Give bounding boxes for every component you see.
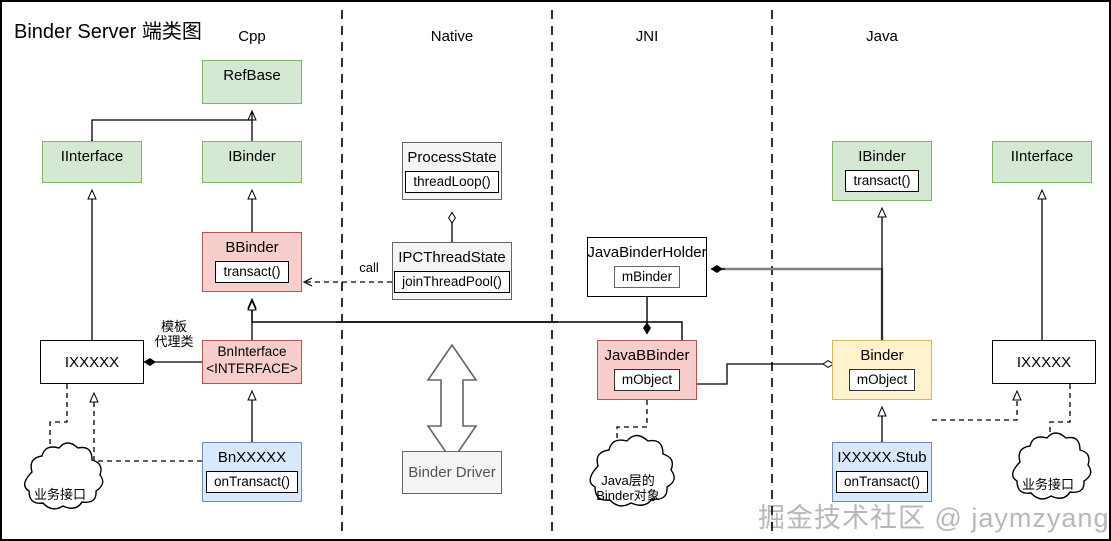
class-title: IXXXXX.Stub [837,449,927,466]
class-box-ibinder-java[interactable]: IBinder transact() [832,141,932,201]
edge-refbase-iinterface [87,112,253,150]
class-box-binder-driver[interactable]: Binder Driver [402,451,502,494]
cloud-label-jni: Java层的 Binder对象 [596,473,660,503]
class-method-transact[interactable]: transact() [845,170,919,192]
class-title: IBinder [858,148,906,165]
class-box-bninterface[interactable]: BnInterface <INTERFACE> [202,340,302,384]
lane-label-native: Native [430,28,474,45]
lane-label-java: Java [866,28,898,45]
cloud-cpp-shape [24,442,104,510]
class-box-ixxxxx-cpp[interactable]: IXXXXX [40,340,144,384]
class-method-mbinder[interactable]: mBinder [613,266,681,288]
class-title: IXXXXX [64,353,120,371]
class-box-ixxxxx-stub[interactable]: IXXXXX.Stub onTransact() [832,442,932,502]
class-title: IPCThreadState [398,249,506,266]
class-box-ipcthreadstate[interactable]: IPCThreadState joinThreadPool() [392,242,512,300]
class-method-ontransact[interactable]: onTransact() [205,471,299,493]
class-title: IXXXXX [1016,353,1072,371]
cloud-label-java: 业务接口 [1021,477,1074,492]
class-title: RefBase [223,67,281,84]
class-box-bbinder[interactable]: BBinder transact() [202,232,302,292]
edge-javabbinder-binder [697,360,835,385]
class-method-jointhreadpool[interactable]: joinThreadPool() [394,271,510,293]
binder-driver-double-arrow [426,343,478,463]
cloud-jni-shape [589,434,675,507]
class-title: BnInterface <INTERFACE> [206,344,298,376]
class-box-refbase[interactable]: RefBase [202,60,302,104]
class-box-binder-java[interactable]: Binder mObject [832,340,932,400]
class-title: JavaBBinder [604,347,690,364]
edge-label-call: call [359,260,379,275]
class-box-iinterface-java[interactable]: IInterface [992,141,1092,183]
class-box-javabbinder[interactable]: JavaBBinder mObject [597,340,697,400]
class-title: BnXXXXX [217,449,287,466]
class-title: Binder [860,347,904,364]
lane-label-cpp: Cpp [238,28,266,45]
class-box-ibinder-cpp[interactable]: IBinder [202,141,302,183]
edge-label-proxy-note: 模板 代理类 [154,319,194,349]
class-title: JavaBinderHolder [587,244,707,261]
class-title: BBinder [225,239,279,256]
edge-bnxxxxx-ixxxxx-realize [89,391,202,462]
watermark: 掘金技术社区 @ jaymzyang [758,503,1110,533]
class-title: IInterface [1010,148,1074,165]
class-box-ixxxxx-java[interactable]: IXXXXX [992,340,1096,384]
class-title: IInterface [60,148,124,165]
class-box-processstate[interactable]: ProcessState threadLoop() [402,142,502,200]
class-title: Binder Driver [408,464,496,481]
class-box-iinterface-cpp[interactable]: IInterface [42,141,142,183]
class-title: ProcessState [407,149,497,166]
page-title: Binder Server 端类图 [14,21,202,43]
cloud-label-cpp: 业务接口 [33,487,86,502]
class-method-mobject[interactable]: mObject [613,369,681,391]
edge-bbinder-javabbinder [247,299,683,340]
class-box-bnxxxxx[interactable]: BnXXXXX onTransact() [202,442,302,502]
class-box-javabinderholder[interactable]: JavaBinderHolder mBinder [587,237,707,297]
edge-ixxxxx-cloud [46,384,68,459]
class-method-threadloop[interactable]: threadLoop() [405,171,499,193]
edge-ixxxxxjava-cloud [1046,384,1071,449]
edge-javabbinder-cloud [613,400,648,455]
edge-stub-ixxxxxjava-realize [932,389,1022,421]
class-method-transact[interactable]: transact() [215,261,289,283]
class-method-ontransact[interactable]: onTransact() [835,471,929,493]
cloud-java-shape [1012,432,1092,500]
lane-label-jni: JNI [635,28,659,45]
class-method-mobject[interactable]: mObject [848,369,916,391]
class-title: IBinder [228,148,276,165]
